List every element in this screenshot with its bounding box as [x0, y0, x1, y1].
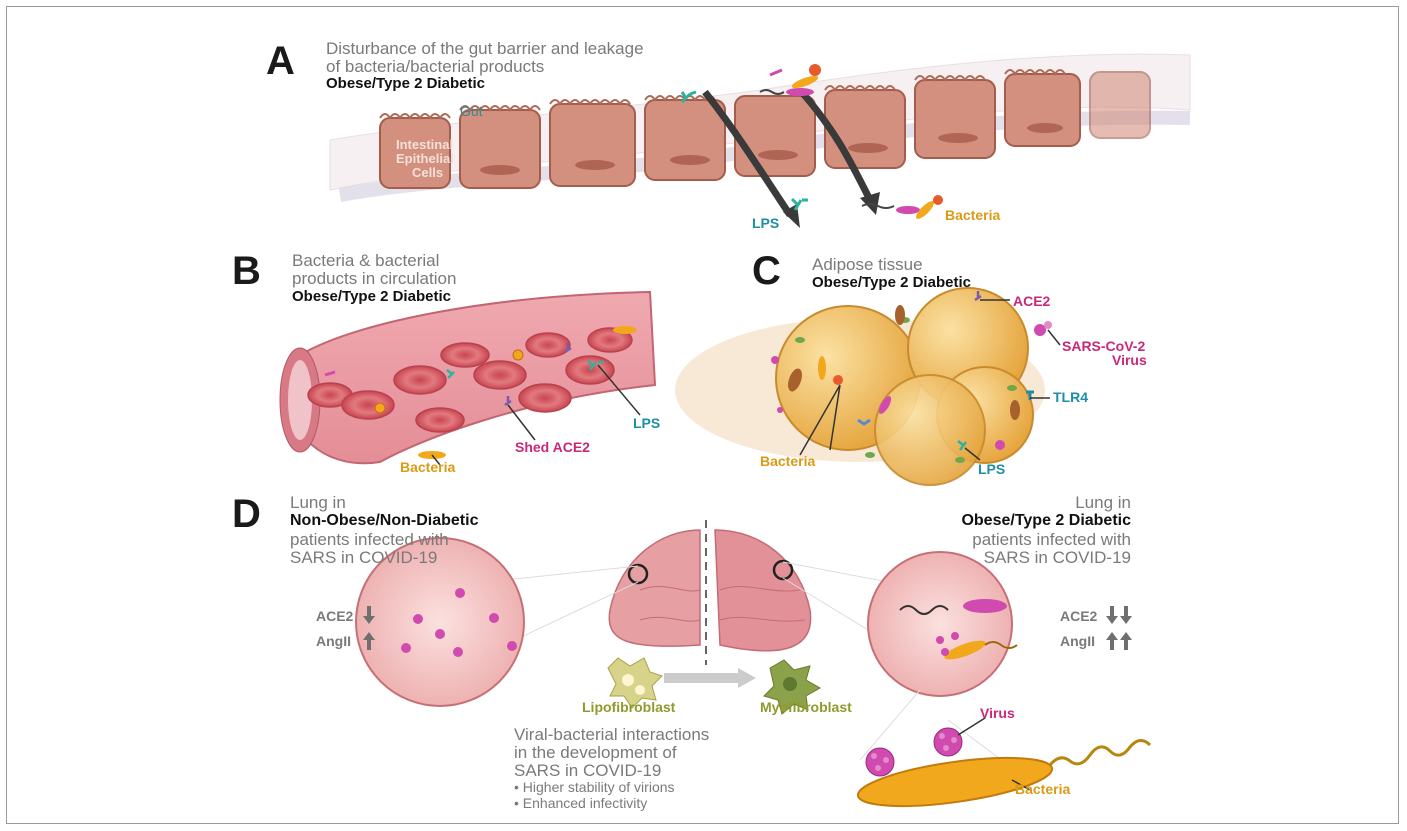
panel-c-ace2-label: ACE2 — [1013, 294, 1050, 309]
cells-label-2: Epithelial — [396, 152, 454, 166]
panel-b-subtitle: Obese/Type 2 Diabetic — [292, 289, 451, 305]
panel-c-subtitle: Obese/Type 2 Diabetic — [812, 275, 971, 291]
panel-c-title-line1: Adipose tissue — [812, 256, 923, 274]
panel-a-bacteria-label: Bacteria — [945, 208, 1000, 223]
panel-b-title-line1: Bacteria & bacterial — [292, 252, 439, 270]
panel-a-title-line1: Disturbance of the gut barrier and leaka… — [326, 40, 644, 58]
myofibroblast-label: Myofibroblast — [760, 700, 852, 715]
panel-d-right-title-3: patients infected with — [972, 531, 1131, 549]
panel-d-bacteria-label: Bacteria — [1015, 782, 1070, 797]
panel-c-lps-label: LPS — [978, 462, 1005, 477]
panel-c-tlr4-label: TLR4 — [1053, 390, 1088, 405]
panel-d-right-title-4: SARS in COVID-19 — [984, 549, 1131, 567]
panel-c-virus-label-2: Virus — [1112, 353, 1147, 368]
cells-label-3: Cells — [412, 166, 443, 180]
right-ace2-label: ACE2 — [1060, 609, 1097, 624]
panel-d-right-title-1: Lung in — [1075, 494, 1131, 512]
panel-a-lps-label: LPS — [752, 216, 779, 231]
cells-label-1: Intestinal — [396, 138, 453, 152]
panel-d-left-title-3: patients infected with — [290, 531, 449, 549]
panel-b-bacteria-label: Bacteria — [400, 460, 455, 475]
panel-c-bacteria-label: Bacteria — [760, 454, 815, 469]
panel-d-right-title-2: Obese/Type 2 Diabetic — [961, 513, 1131, 530]
panel-a-subtitle: Obese/Type 2 Diabetic — [326, 76, 485, 92]
panel-d-virus-label: Virus — [980, 706, 1015, 721]
panel-b-letter: B — [232, 250, 261, 292]
panel-b-lps-label: LPS — [633, 416, 660, 431]
interaction-title-3: SARS in COVID-19 — [514, 762, 661, 780]
left-ace2-label: ACE2 — [316, 609, 353, 624]
right-alveolus-zoom — [868, 552, 1017, 696]
panel-c-letter: C — [752, 250, 781, 292]
panel-d-letter: D — [232, 493, 261, 535]
right-angii-label: AngII — [1060, 634, 1095, 649]
panel-a-title-line2: of bacteria/bacterial products — [326, 58, 544, 76]
interaction-title-2: in the development of — [514, 744, 677, 762]
panel-b-shed-ace2-label: Shed ACE2 — [515, 440, 590, 455]
panel-d-left-title-4: SARS in COVID-19 — [290, 549, 437, 567]
panel-d-left-title-1: Lung in — [290, 494, 346, 512]
lipofibroblast-label: Lipofibroblast — [582, 700, 675, 715]
interaction-title-1: Viral-bacterial interactions — [514, 726, 709, 744]
panel-d-left-title-2: Non-Obese/Non-Diabetic — [290, 513, 478, 530]
gut-label: Gut — [460, 104, 483, 119]
panel-b-title-line2: products in circulation — [292, 270, 456, 288]
panel-a-letter: A — [266, 40, 295, 82]
interaction-bullet-1: • Higher stability of virions — [514, 780, 675, 795]
left-angii-label: AngII — [316, 634, 351, 649]
adipose-cluster — [675, 288, 1052, 485]
interaction-bullet-2: • Enhanced infectivity — [514, 796, 647, 811]
blood-vessel — [280, 292, 655, 463]
